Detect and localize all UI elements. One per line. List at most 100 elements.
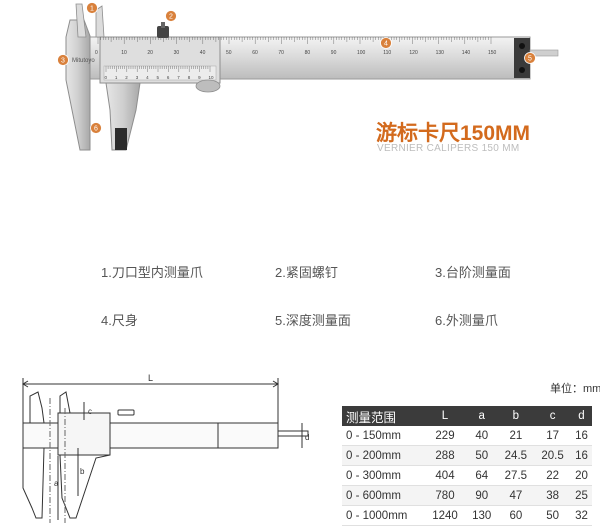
product-subtitle: VERNIER CALIPERS 150 MM	[377, 143, 520, 154]
header-c: c	[534, 406, 571, 426]
part-label-1: 1.刀口型内测量爪	[101, 265, 203, 280]
part-marker-3: 3	[57, 54, 69, 66]
part-marker-4: 4	[380, 37, 392, 49]
main-scale-label: 110	[383, 50, 391, 56]
table-cell: 16	[570, 445, 592, 466]
table-cell: 288	[424, 445, 466, 466]
vernier-label: 8	[188, 75, 191, 80]
table-cell: 22	[534, 465, 571, 486]
table-cell: 0 - 300mm	[342, 465, 424, 486]
brand-logo: Mitutoyo	[72, 58, 95, 64]
vernier-label: 3	[136, 75, 139, 80]
part-markers: 1 2 3 4 5 6	[57, 2, 536, 134]
dim-label-b: b	[80, 467, 85, 476]
svg-text:6: 6	[94, 126, 98, 133]
table-cell: 50	[466, 445, 498, 466]
main-scale-label: 80	[305, 50, 311, 56]
vernier-label: 9	[198, 75, 201, 80]
vernier-label: 7	[177, 75, 180, 80]
header-L: L	[424, 406, 466, 426]
main-scale-label: 0	[95, 50, 98, 56]
svg-text:4: 4	[384, 41, 388, 48]
header-a: a	[466, 406, 498, 426]
part-label-2: 2.紧固螺钉	[275, 265, 338, 280]
main-scale-label: 30	[174, 50, 180, 56]
main-scale-label: 40	[200, 50, 206, 56]
header-d: d	[570, 406, 592, 426]
table-cell: 90	[466, 485, 498, 506]
part-label-6: 6.外测量爪	[435, 313, 498, 328]
table-cell: 47	[497, 485, 535, 506]
part-label-4: 4.尺身	[101, 313, 138, 328]
main-scale-label: 130	[436, 50, 445, 56]
vernier-label: 5	[157, 75, 160, 80]
dim-label-d: d	[305, 433, 309, 442]
dimension-drawing: L a b c d	[22, 373, 310, 523]
table-cell: 780	[424, 485, 466, 506]
part-marker-2: 2	[165, 10, 177, 22]
inside-jaw-fixed	[75, 3, 87, 38]
locking-screw	[157, 26, 169, 38]
table-cell: 0 - 600mm	[342, 485, 424, 506]
header-range: 测量范围	[342, 406, 424, 426]
table-cell: 0 - 150mm	[342, 426, 424, 446]
part-label-5: 5.深度测量面	[275, 313, 351, 328]
vernier-label: 0	[105, 75, 108, 80]
table-cell: 1240	[424, 505, 466, 526]
main-scale-label: 50	[226, 50, 232, 56]
table-cell: 17	[534, 426, 571, 446]
thumb-roller	[195, 79, 221, 93]
vernier-scale: 0 1 2 3 4 5 6 7 8 9 10	[105, 66, 215, 80]
table-cell: 38	[534, 485, 571, 506]
main-scale-label: 120	[409, 50, 418, 56]
table-header-row: 测量范围 L a b c d	[342, 406, 592, 426]
main-scale-label: 150	[488, 50, 497, 56]
table-cell: 16	[570, 426, 592, 446]
table-cell: 404	[424, 465, 466, 486]
table-cell: 40	[466, 426, 498, 446]
table-cell: 25	[570, 485, 592, 506]
main-scale-label: 10	[121, 50, 127, 56]
vernier-label: 6	[167, 75, 170, 80]
main-scale-label: 90	[331, 50, 337, 56]
table-cell: 24.5	[497, 445, 535, 466]
svg-text:1: 1	[90, 6, 94, 13]
table-cell: 60	[497, 505, 535, 526]
vernier-label: 10	[209, 75, 215, 80]
main-scale-label: 70	[278, 50, 284, 56]
svg-text:5: 5	[528, 56, 532, 63]
beam-end-cap	[514, 38, 530, 78]
svg-text:3: 3	[61, 58, 65, 65]
table-cell: 20	[570, 465, 592, 486]
header-b: b	[497, 406, 535, 426]
vernier-label: 4	[146, 75, 149, 80]
table-cell: 130	[466, 505, 498, 526]
unit-label: 单位：mm	[550, 383, 600, 395]
part-label-3: 3.台阶测量面	[435, 265, 511, 280]
svg-text:2: 2	[169, 14, 173, 21]
fixed-jaw	[65, 19, 91, 151]
dim-label-L: L	[148, 373, 153, 383]
vernier-label: 1	[115, 75, 118, 80]
table-cell: 50	[534, 505, 571, 526]
main-scale-label: 60	[252, 50, 258, 56]
dim-label-c: c	[88, 407, 92, 416]
dim-label-a: a	[54, 479, 59, 488]
table-cell: 0 - 1000mm	[342, 505, 424, 526]
table-cell: 0 - 200mm	[342, 445, 424, 466]
table-cell: 20.5	[534, 445, 571, 466]
table-cell: 32	[570, 505, 592, 526]
vernier-label: 2	[125, 75, 128, 80]
table-cell: 229	[424, 426, 466, 446]
main-scale-label: 20	[147, 50, 153, 56]
part-marker-5: 5	[524, 52, 536, 64]
table-cell: 27.5	[497, 465, 535, 486]
